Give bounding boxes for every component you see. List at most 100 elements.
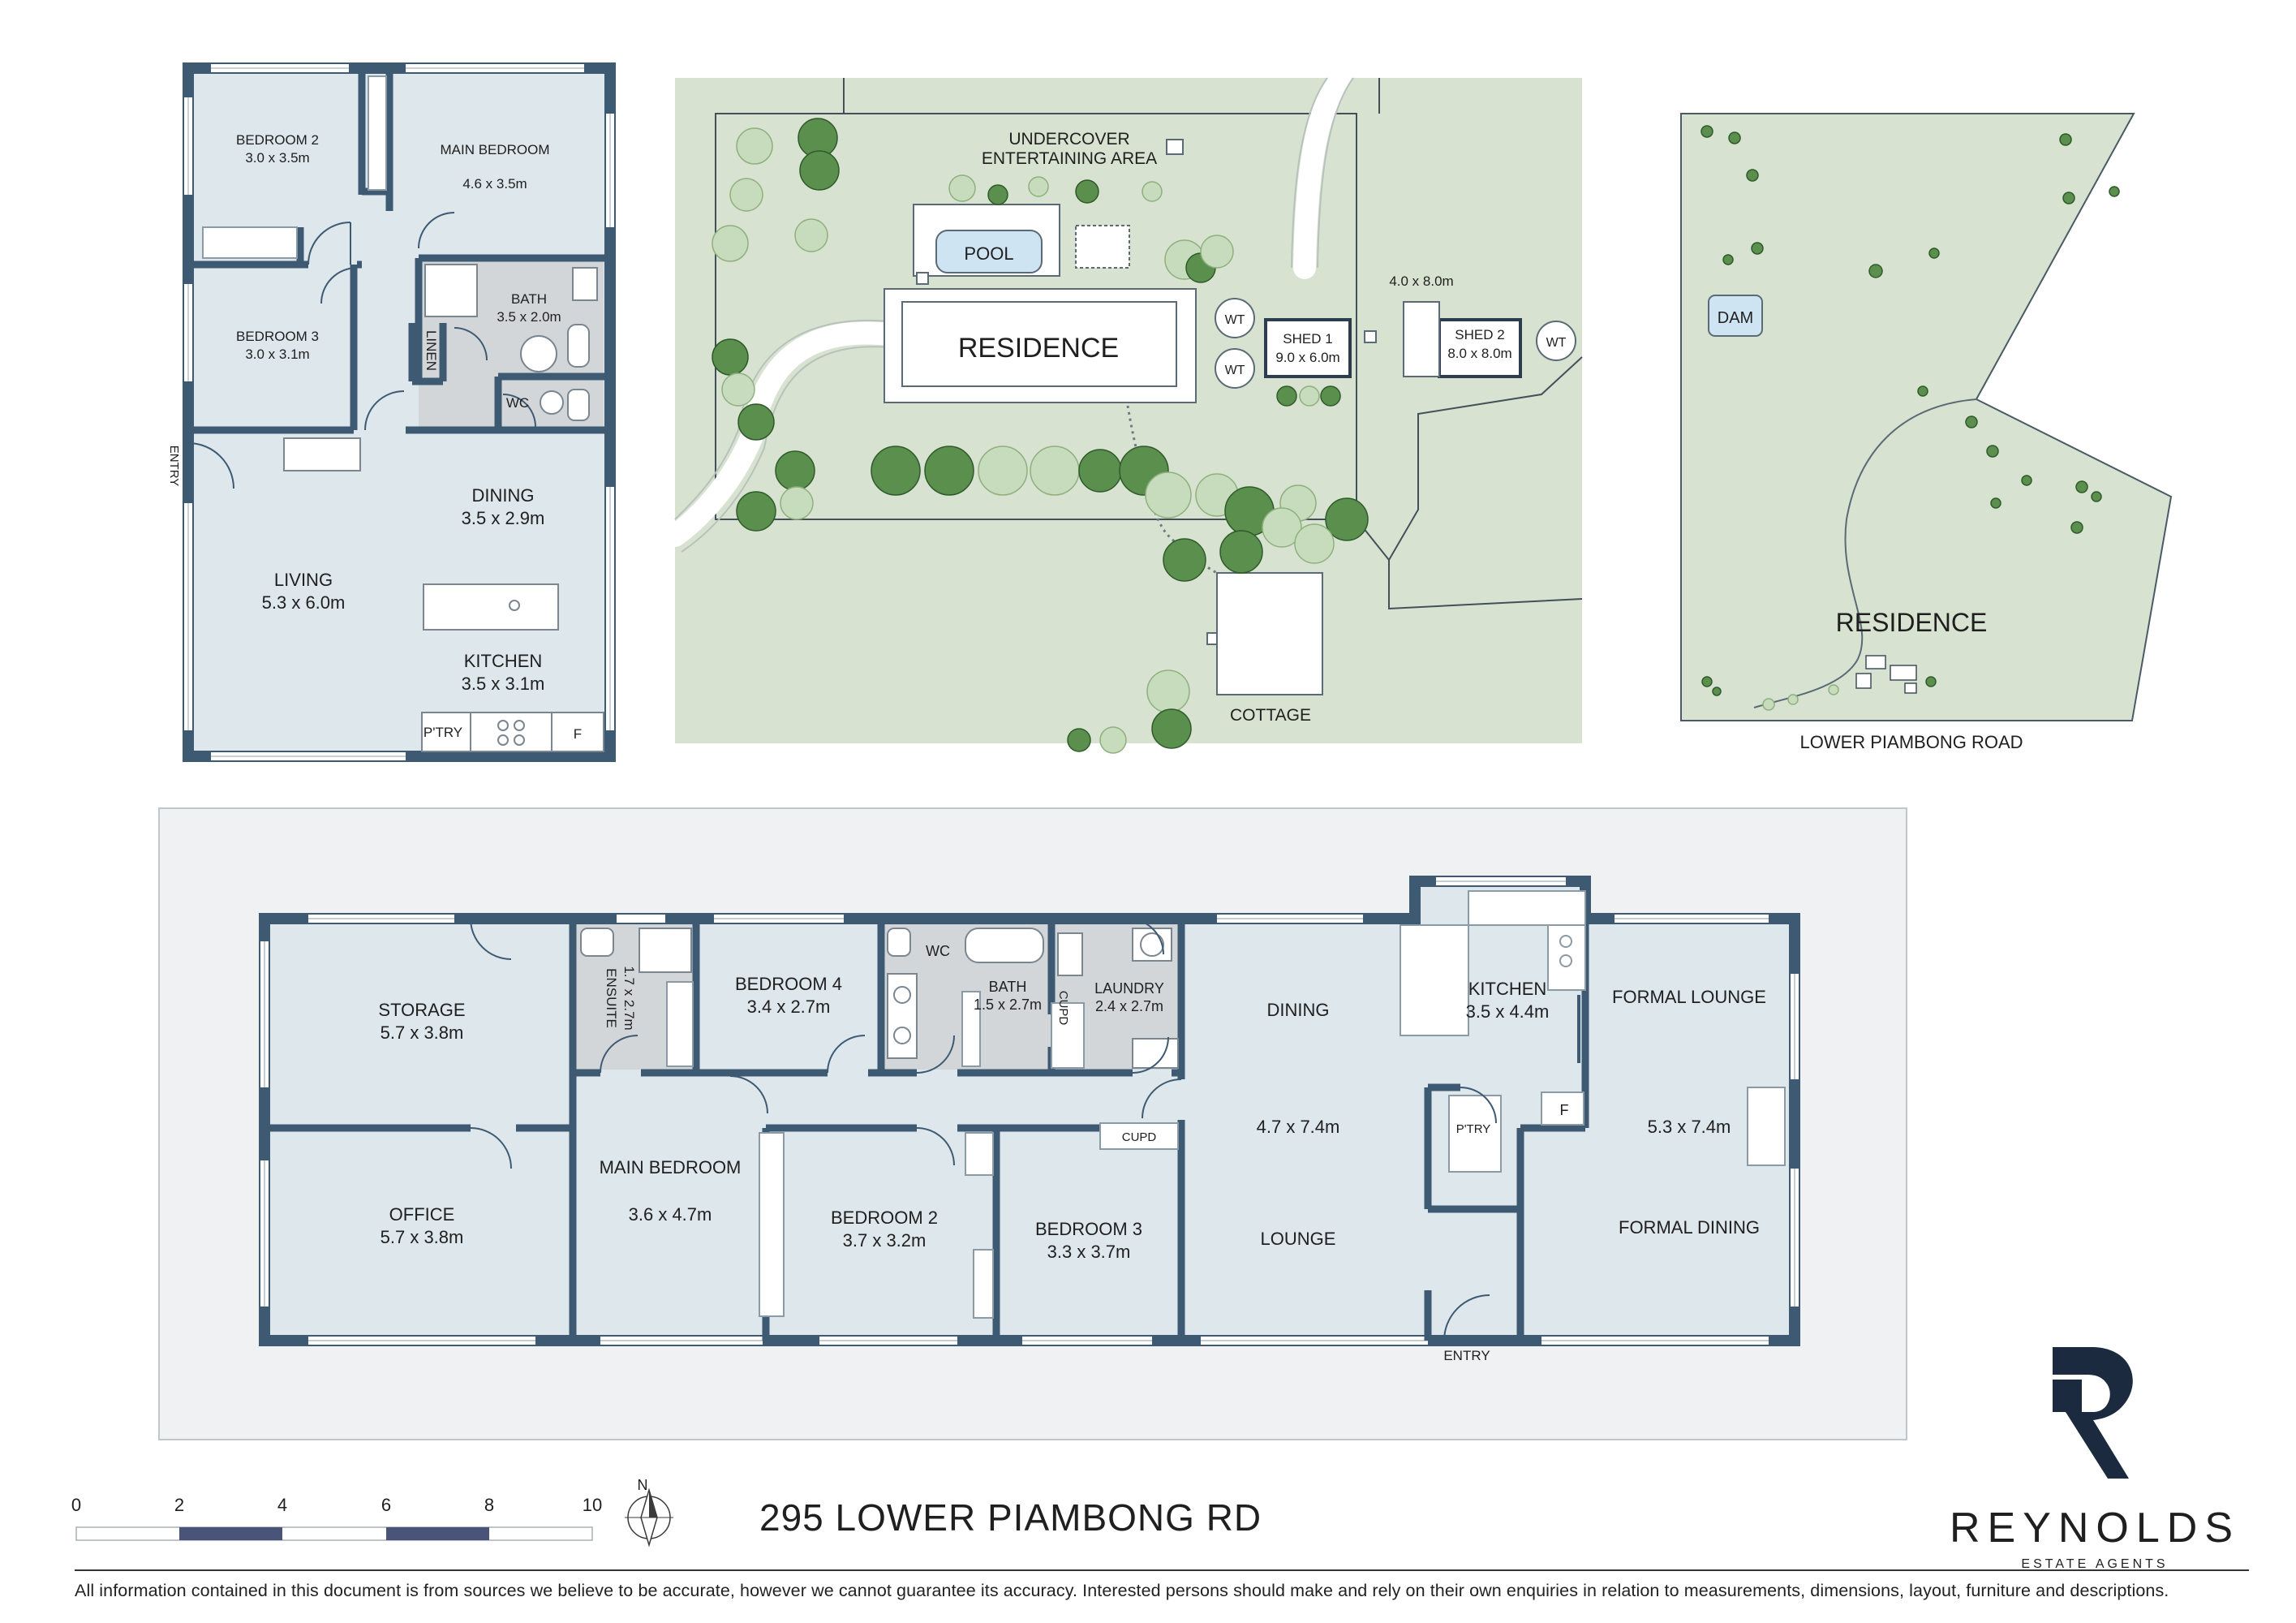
shed-1-dimension: 9.0 x 6.0m <box>1275 350 1339 365</box>
tree-icon <box>1067 728 1091 752</box>
site-undercover-area <box>1075 225 1130 269</box>
reynolds-r-icon <box>2053 1347 2133 1479</box>
tree-icon <box>1075 179 1099 204</box>
disclaimer-text: All information contained in this docume… <box>75 1581 2169 1600</box>
residence-labels: STORAGE 5.7 x 3.8m OFFICE 5.7 x 3.8m ENS… <box>378 943 1766 1363</box>
tree-icon <box>2070 521 2083 534</box>
scale-label: 2 <box>174 1495 184 1515</box>
cottage-wardrobes <box>202 75 387 259</box>
brand-name: REYNOLDS <box>1950 1505 2240 1552</box>
north-arrow-icon: N <box>625 1477 673 1548</box>
room-dimension: 1.7 x 2.7m <box>621 966 637 1030</box>
room-label: F <box>574 726 582 742</box>
room-label: LINEN <box>424 330 439 371</box>
residence-wardrobes <box>666 981 1179 1319</box>
room-label: P'TRY <box>424 725 462 740</box>
room-dimension: 3.5 x 2.9m <box>462 508 545 528</box>
tree-icon <box>2075 480 2088 493</box>
entertaining-area-label: ENTERTAINING AREA <box>982 149 1157 168</box>
room-label: BEDROOM 3 <box>236 329 319 344</box>
tree-icon <box>1728 131 1741 144</box>
room-dimension: 3.5 x 3.1m <box>462 674 545 694</box>
room-dimension: 3.0 x 3.1m <box>245 347 309 362</box>
site-pool <box>935 230 1043 273</box>
tree-icon <box>1787 694 1799 705</box>
tree-icon <box>1276 385 1297 407</box>
tree-icon <box>1200 235 1234 269</box>
room-label: CUPD <box>1122 1130 1157 1144</box>
site-shed-2 <box>1438 318 1522 378</box>
room-label: CUPD <box>1056 991 1070 1026</box>
room-label: BEDROOM 3 <box>1035 1219 1142 1239</box>
north-label: N <box>638 1477 648 1493</box>
room-dimension: 3.0 x 3.5m <box>245 150 309 166</box>
room-label: LIVING <box>274 570 333 590</box>
dam-label: DAM <box>1718 309 1753 327</box>
scale-bar-track <box>75 1526 593 1541</box>
room-label: BEDROOM 2 <box>236 132 319 148</box>
room-dimension: 3.7 x 3.2m <box>843 1230 927 1251</box>
tree-icon <box>799 150 840 191</box>
room-dimension: 3.5 x 4.4m <box>1466 1001 1550 1022</box>
scale-labels: 0 2 4 6 8 10 <box>71 1495 602 1515</box>
site-small-structure <box>916 272 929 285</box>
tree-icon <box>712 338 749 376</box>
tree-icon <box>1325 497 1369 541</box>
tree-icon <box>924 446 974 496</box>
footer-rule <box>75 1569 2249 1571</box>
cottage-labels: BEDROOM 2 3.0 x 3.5m MAIN BEDROOM 4.6 x … <box>167 132 582 742</box>
scale-label: 4 <box>277 1495 287 1515</box>
residence-label: RESIDENCE <box>958 333 1119 364</box>
scale-label: 8 <box>484 1495 494 1515</box>
residence-window-glass <box>264 880 1795 1341</box>
room-label: DINING <box>472 485 535 506</box>
undercover-label: UNDERCOVER <box>1008 130 1129 149</box>
cottage-bath-fixtures <box>424 264 598 421</box>
residence-floor-plan: STORAGE 5.7 x 3.8m OFFICE 5.7 x 3.8m ENS… <box>158 807 1907 1440</box>
site-shed-2-lean-to <box>1403 301 1440 377</box>
tree-icon <box>1925 676 1937 687</box>
room-label: LAUNDRY <box>1094 980 1164 997</box>
room-label: FORMAL LOUNGE <box>1612 987 1766 1007</box>
room-dimension: 3.4 x 2.7m <box>747 997 831 1017</box>
residence-bath-fixtures <box>580 928 1179 1069</box>
tree-icon <box>2062 192 2075 204</box>
cottage-living-fixtures <box>283 437 604 752</box>
tree-icon <box>1099 726 1127 754</box>
scale-label: 10 <box>583 1495 602 1515</box>
pool-label: POOL <box>964 243 1013 264</box>
shed-2-dimension: 8.0 x 8.0m <box>1447 346 1511 361</box>
cottage-floor-plan: BEDROOM 2 3.0 x 3.5m MAIN BEDROOM 4.6 x … <box>167 62 616 762</box>
site-small-structure <box>1364 330 1377 343</box>
site-path <box>1126 405 1226 579</box>
tree-icon <box>948 174 976 202</box>
tree-icon <box>1142 181 1163 202</box>
room-label: FORMAL DINING <box>1619 1217 1760 1238</box>
residence-kitchen-fixtures <box>1400 890 1786 1173</box>
room-label: STORAGE <box>378 1000 465 1020</box>
site-plan: UNDERCOVER ENTERTAINING AREA POOL RESIDE… <box>664 67 1583 754</box>
site-small-structure <box>1166 139 1184 155</box>
tree-icon <box>1030 446 1080 496</box>
site-labels: UNDERCOVER ENTERTAINING AREA POOL RESIDE… <box>958 130 1567 725</box>
tree-icon <box>775 450 815 491</box>
tree-icon <box>1028 176 1049 197</box>
shed-1-label: SHED 1 <box>1283 331 1332 347</box>
room-label: BEDROOM 2 <box>831 1208 938 1228</box>
tree-icon <box>2059 133 2072 146</box>
tree-icon <box>737 403 775 441</box>
water-tank-label: WT <box>1225 364 1245 377</box>
tree-icon <box>978 446 1028 496</box>
locality-labels: DAM RESIDENCE LOWER PIAMBONG ROAD <box>1718 309 2023 752</box>
road-label: LOWER PIAMBONG ROAD <box>1799 732 2023 752</box>
tree-icon <box>736 491 776 532</box>
scale-bar-segment <box>179 1527 282 1540</box>
entry-label: ENTRY <box>167 446 181 487</box>
tree-icon <box>1262 507 1302 548</box>
scale-bar-segment <box>386 1527 489 1540</box>
tree-icon <box>2021 475 2032 486</box>
room-label: OFFICE <box>389 1204 455 1225</box>
reynolds-logo: REYNOLDS ESTATE AGENTS <box>1950 1347 2240 1571</box>
locality-plan: DAM RESIDENCE LOWER PIAMBONG ROAD <box>1680 113 2173 752</box>
